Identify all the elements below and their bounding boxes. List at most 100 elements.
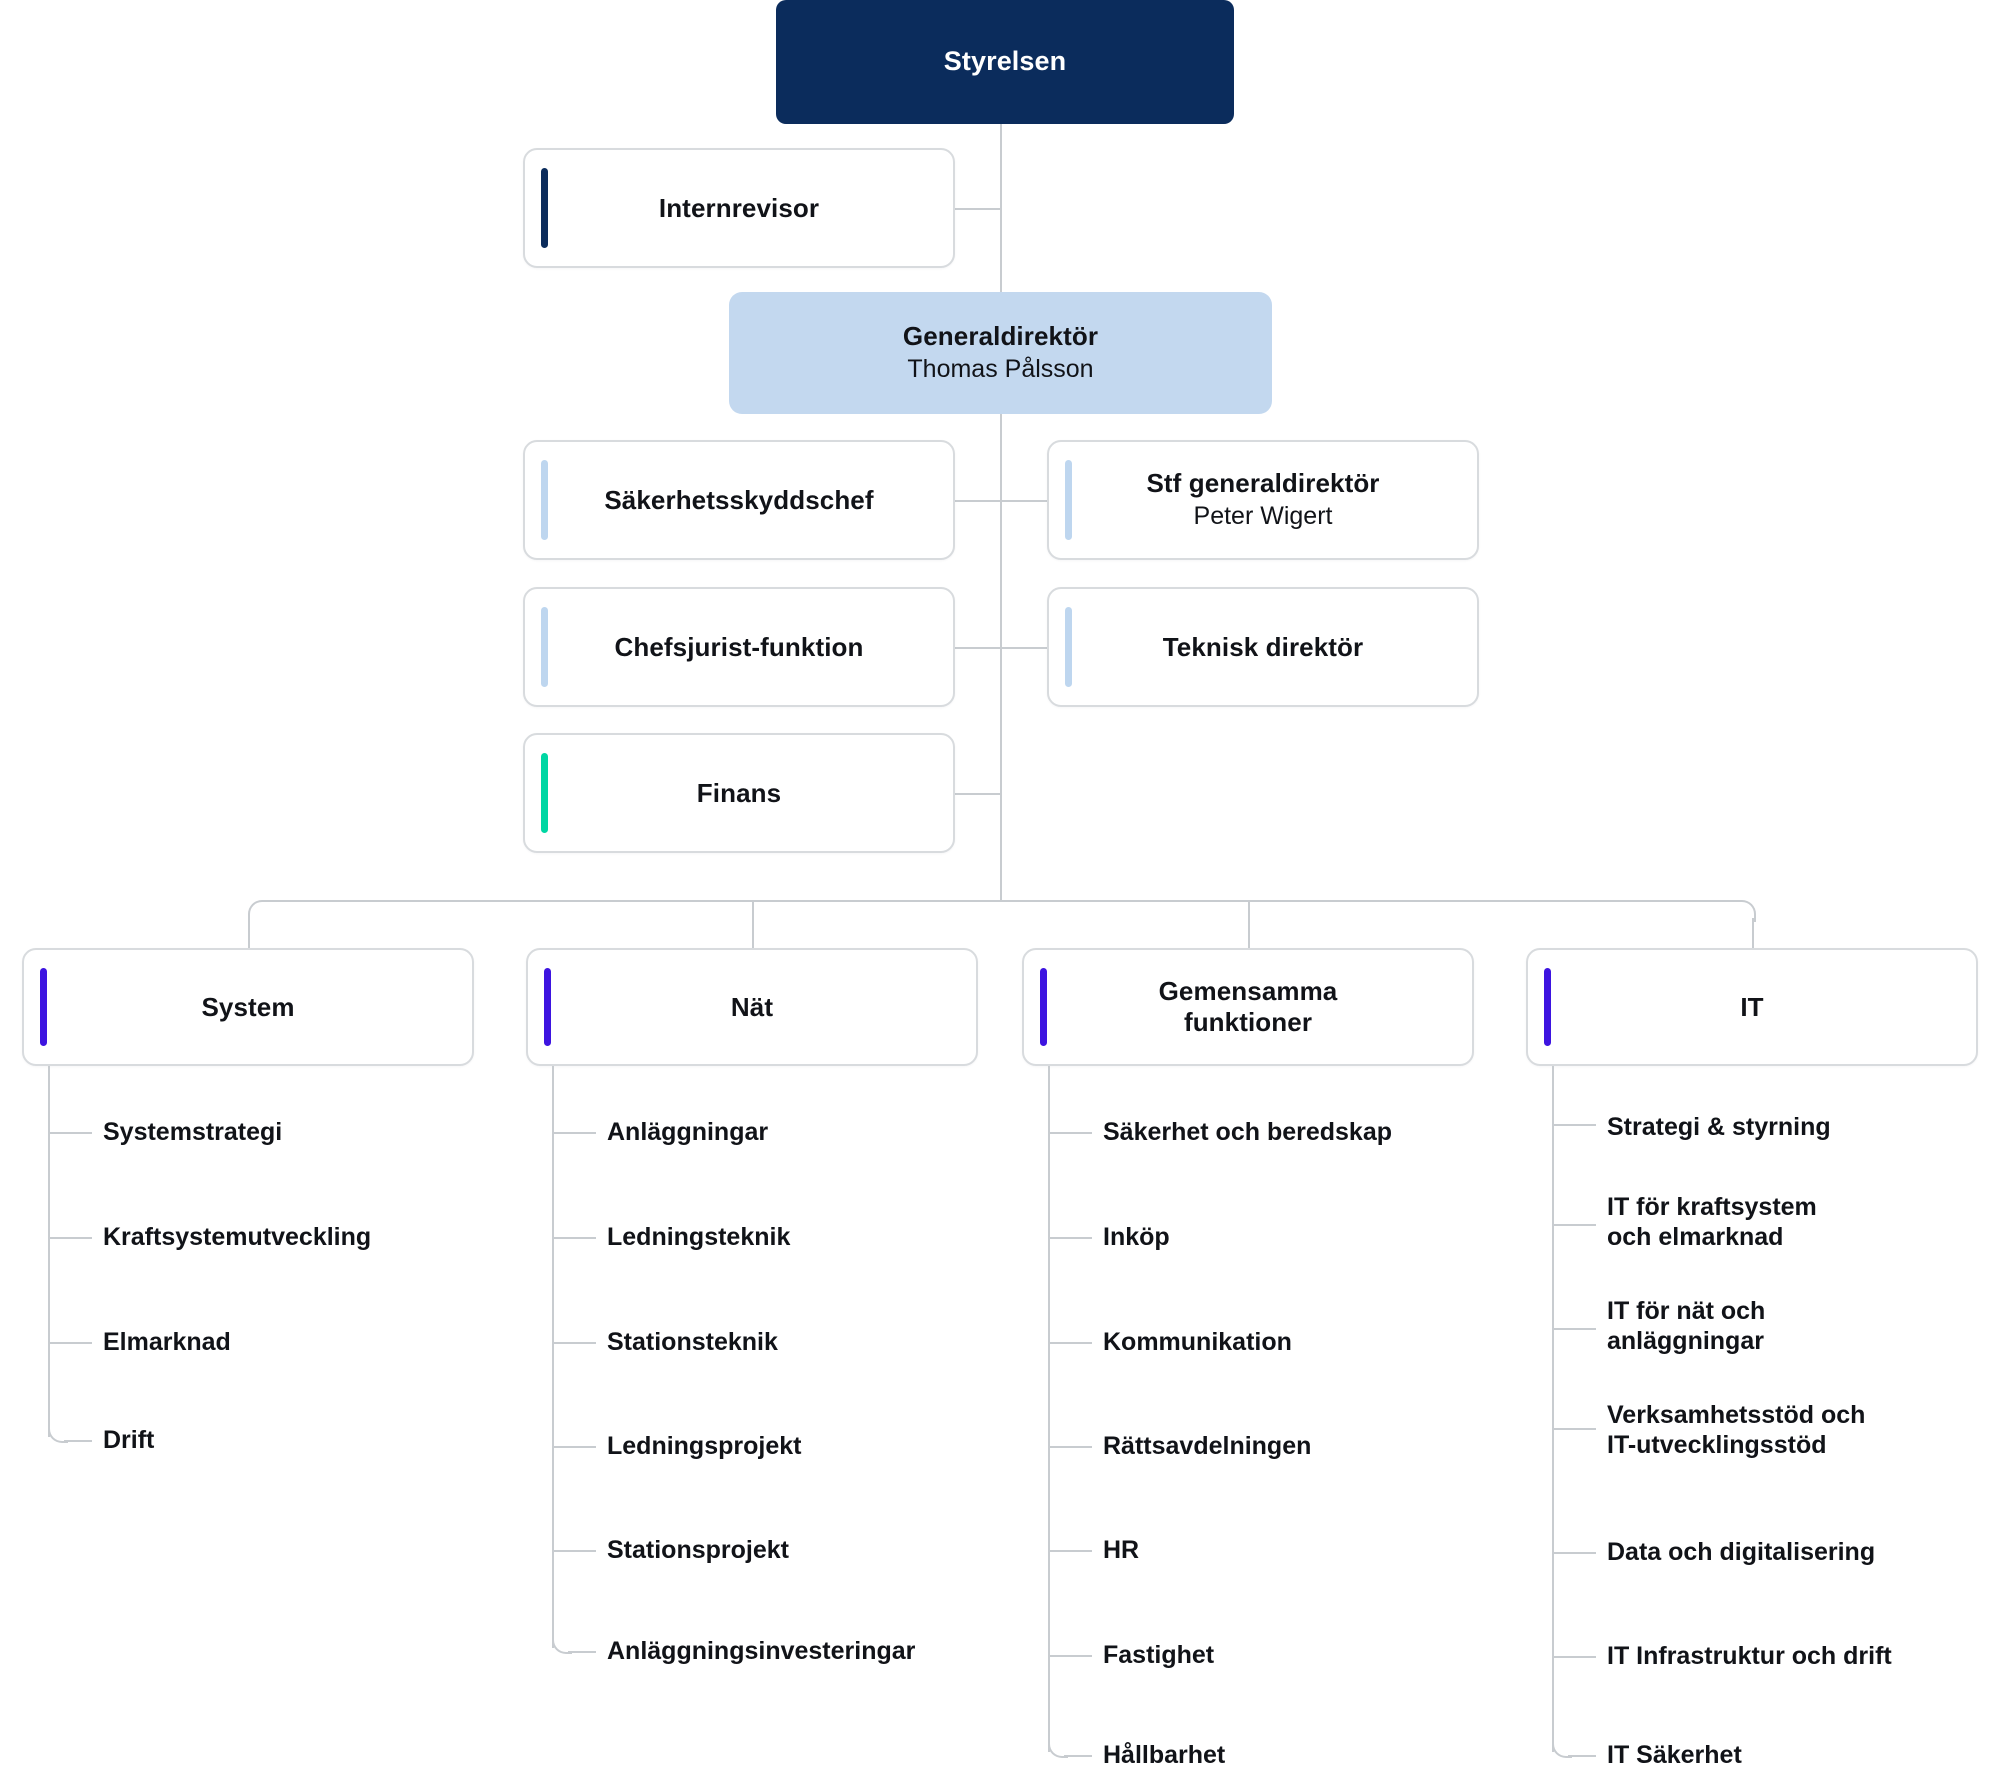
node-division-nat[interactable]: Nät xyxy=(526,948,978,1066)
connector-to-teknisk-direktor xyxy=(1000,647,1047,649)
unit-label[interactable]: Ledningsteknik xyxy=(607,1223,791,1251)
node-division-nat-title: Nät xyxy=(730,991,774,1022)
node-division-it-title: IT xyxy=(1740,991,1764,1022)
connector-tick xyxy=(1048,1655,1092,1657)
node-sakerhetsskyddschef-title: Säkerhetsskyddschef xyxy=(604,484,874,515)
unit-label[interactable]: Inköp xyxy=(1103,1223,1170,1251)
node-generaldirektor-title: Generaldirektör xyxy=(902,321,1099,352)
node-generaldirektor[interactable]: Generaldirektör Thomas Pålsson xyxy=(729,292,1272,414)
connector-drop-nat xyxy=(752,900,754,948)
connector-tick xyxy=(552,1342,596,1344)
accent-bar-purple xyxy=(1544,968,1551,1046)
node-finans[interactable]: Finans xyxy=(523,733,955,853)
connector-tick xyxy=(1552,1656,1596,1658)
accent-bar-lightblue xyxy=(541,460,548,540)
connector-bus xyxy=(266,900,1736,902)
unit-label[interactable]: Stationsteknik xyxy=(607,1328,778,1356)
unit-label[interactable]: Rättsavdelningen xyxy=(1103,1432,1312,1460)
connector-rail-system xyxy=(48,1066,50,1437)
node-division-system-title: System xyxy=(201,991,295,1022)
unit-label[interactable]: Anläggningsinvesteringar xyxy=(607,1637,916,1665)
connector-tick xyxy=(48,1342,92,1344)
connector-to-stf-gd xyxy=(1000,500,1047,502)
unit-label[interactable]: Drift xyxy=(103,1426,155,1454)
connector-tick xyxy=(1552,1224,1596,1226)
connector-tick xyxy=(552,1446,596,1448)
node-stf-generaldirektor-person: Peter Wigert xyxy=(1193,502,1333,531)
connector-drop-system xyxy=(248,918,250,948)
node-styrelsen-title: Styrelsen xyxy=(943,46,1067,77)
connector-tick xyxy=(1552,1428,1596,1430)
connector-tick xyxy=(48,1237,92,1239)
node-division-it[interactable]: IT xyxy=(1526,948,1978,1066)
connector-tick xyxy=(1568,1755,1596,1757)
unit-label[interactable]: Stationsprojekt xyxy=(607,1536,789,1564)
accent-bar-navy xyxy=(541,168,548,248)
connector-bus-corner-right xyxy=(1734,900,1756,922)
connector-tick xyxy=(1048,1342,1092,1344)
unit-label[interactable]: Anläggningar xyxy=(607,1118,769,1146)
connector-rail-it xyxy=(1552,1066,1554,1752)
connector-tick xyxy=(64,1440,92,1442)
node-sakerhetsskyddschef[interactable]: Säkerhetsskyddschef xyxy=(523,440,955,560)
unit-label[interactable]: Data och digitalisering xyxy=(1607,1538,1876,1566)
node-chefsjurist-funktion[interactable]: Chefsjurist-funktion xyxy=(523,587,955,707)
accent-bar-lightblue xyxy=(1065,607,1072,687)
node-stf-generaldirektor-title: Stf generaldirektör xyxy=(1146,468,1380,499)
node-division-system[interactable]: System xyxy=(22,948,474,1066)
unit-label[interactable]: IT för nät och anläggningar xyxy=(1607,1297,1766,1355)
unit-label[interactable]: IT Infrastruktur och drift xyxy=(1607,1642,1892,1670)
node-teknisk-direktor[interactable]: Teknisk direktör xyxy=(1047,587,1479,707)
accent-bar-purple xyxy=(1040,968,1047,1046)
node-internrevisor-title: Internrevisor xyxy=(658,192,820,223)
unit-label[interactable]: Fastighet xyxy=(1103,1641,1215,1669)
connector-bus-corner-left xyxy=(248,900,270,922)
node-generaldirektor-person: Thomas Pålsson xyxy=(907,355,1094,384)
accent-bar-lightblue xyxy=(1065,460,1072,540)
unit-label[interactable]: IT för kraftsystem och elmarknad xyxy=(1607,1193,1817,1251)
unit-label[interactable]: Elmarknad xyxy=(103,1328,231,1356)
unit-label[interactable]: Strategi & styrning xyxy=(1607,1113,1831,1141)
unit-label[interactable]: Ledningsprojekt xyxy=(607,1432,802,1460)
accent-bar-lightblue xyxy=(541,607,548,687)
connector-to-sakerhetsskyddschef xyxy=(955,500,1002,502)
connector-drop-gemensamma xyxy=(1248,900,1250,948)
unit-label[interactable]: Kommunikation xyxy=(1103,1328,1292,1356)
unit-label[interactable]: Verksamhetsstöd och IT-utvecklingsstöd xyxy=(1607,1401,1866,1459)
unit-label[interactable]: IT Säkerhet xyxy=(1607,1741,1742,1769)
connector-tick xyxy=(48,1132,92,1134)
connector-tick xyxy=(552,1237,596,1239)
connector-tick xyxy=(552,1550,596,1552)
connector-rail-it-end xyxy=(1552,1738,1572,1758)
accent-bar-teal xyxy=(541,753,548,833)
connector-rail-system-end xyxy=(48,1423,68,1443)
connector-tick xyxy=(1048,1446,1092,1448)
connector-rail-nat-end xyxy=(552,1634,572,1654)
connector-tick xyxy=(1064,1755,1092,1757)
connector-tick xyxy=(1552,1552,1596,1554)
connector-tick xyxy=(552,1132,596,1134)
connector-tick xyxy=(1048,1237,1092,1239)
unit-label[interactable]: Systemstrategi xyxy=(103,1118,283,1146)
accent-bar-purple xyxy=(544,968,551,1046)
node-finans-title: Finans xyxy=(696,777,782,808)
connector-to-chefsjurist xyxy=(955,647,1002,649)
accent-bar-purple xyxy=(40,968,47,1046)
node-stf-generaldirektor[interactable]: Stf generaldirektör Peter Wigert xyxy=(1047,440,1479,560)
connector-rail-gemensamma-end xyxy=(1048,1738,1068,1758)
connector-tick xyxy=(1048,1550,1092,1552)
connector-rail-nat xyxy=(552,1066,554,1648)
connector-to-internrevisor xyxy=(955,208,1002,210)
node-division-gemensamma-funktioner[interactable]: Gemensamma funktioner xyxy=(1022,948,1474,1066)
unit-label[interactable]: Hållbarhet xyxy=(1103,1741,1226,1769)
connector-spine-main xyxy=(1000,124,1002,902)
unit-label[interactable]: HR xyxy=(1103,1536,1140,1564)
unit-label[interactable]: Säkerhet och beredskap xyxy=(1103,1118,1393,1146)
connector-tick xyxy=(1552,1124,1596,1126)
connector-to-finans xyxy=(955,793,1002,795)
node-internrevisor[interactable]: Internrevisor xyxy=(523,148,955,268)
unit-label[interactable]: Kraftsystemutveckling xyxy=(103,1223,372,1251)
node-styrelsen[interactable]: Styrelsen xyxy=(776,0,1234,124)
node-teknisk-direktor-title: Teknisk direktör xyxy=(1162,631,1364,662)
